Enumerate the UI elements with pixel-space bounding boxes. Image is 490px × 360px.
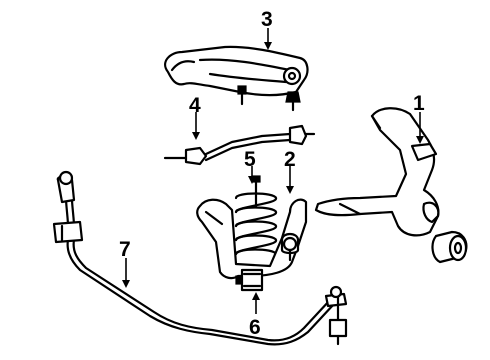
callout-3: 3: [261, 8, 273, 31]
upper-control-arm: [164, 45, 309, 112]
steering-knuckle: [314, 107, 468, 264]
stabilizer-link-bushing: [235, 268, 264, 292]
coil-spring: [234, 175, 278, 256]
stabilizer-bar: [52, 170, 348, 346]
callout-1: 1: [413, 92, 425, 115]
callout-4: 4: [189, 94, 201, 117]
callout-2: 2: [284, 148, 296, 171]
callout-6: 6: [249, 316, 261, 339]
lower-control-arm: [196, 198, 308, 280]
callout-7: 7: [119, 238, 131, 261]
callout-5: 5: [244, 148, 256, 171]
strut-rod: [163, 124, 316, 166]
callout-leaders: [122, 28, 424, 314]
